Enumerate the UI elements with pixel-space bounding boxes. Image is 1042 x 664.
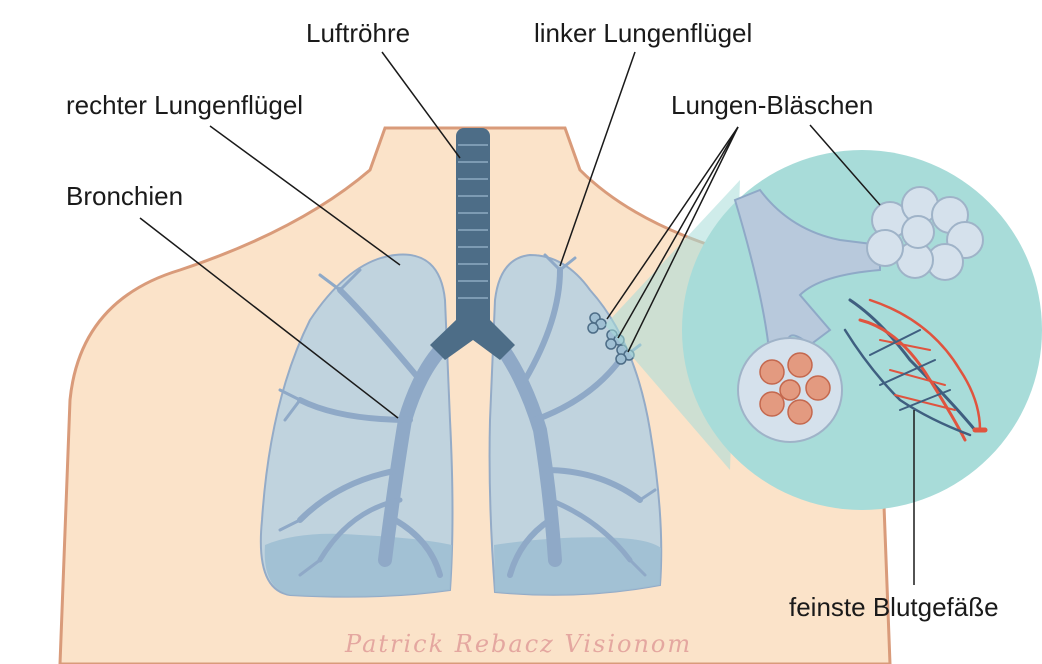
label-alveoli: Lungen-Bläschen (671, 92, 873, 118)
label-right-lung: rechter Lungenflügel (66, 92, 303, 118)
label-blood-vessels: feinste Blutgefäße (789, 594, 999, 620)
label-left-lung: linker Lungenflügel (534, 20, 752, 46)
label-trachea: Luftröhre (306, 20, 410, 46)
artist-signature: Patrick Rebacz Visionom (345, 630, 692, 658)
label-bronchi: Bronchien (66, 183, 183, 209)
zoom-alveoli-cross-section (738, 338, 842, 442)
